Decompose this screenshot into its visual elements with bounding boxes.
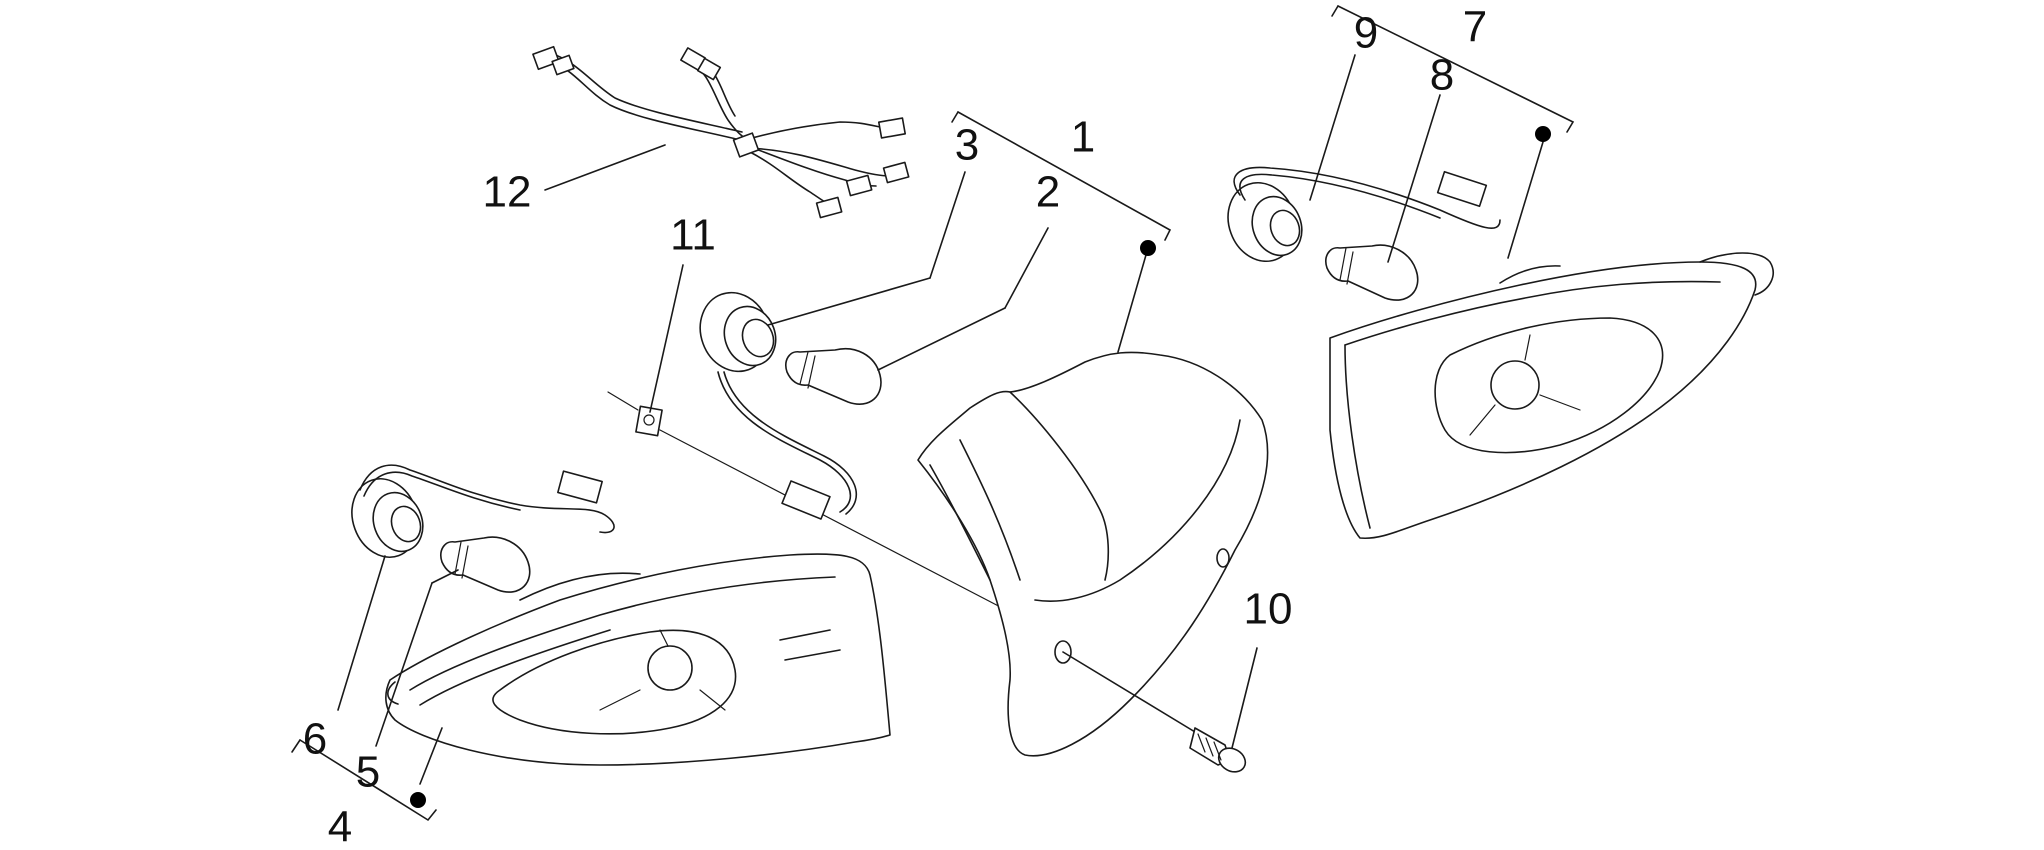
center-lamp-housing (917, 351, 1269, 757)
callout-1: 1 (1071, 113, 1095, 162)
callout-10: 10 (1244, 585, 1293, 634)
callout-5: 5 (356, 748, 380, 797)
right-bulb (1325, 244, 1419, 301)
leader-lines (291, 5, 1575, 822)
callout-3: 3 (955, 121, 979, 170)
right-lamp-assembly (1329, 252, 1774, 540)
callout-2: 2 (1036, 168, 1060, 217)
left-bulb-socket (351, 464, 615, 558)
center-bulb-socket (699, 291, 857, 520)
callout-6: 6 (303, 715, 327, 764)
callout-labels: 1 2 3 4 5 6 7 8 9 10 11 12 (303, 3, 1487, 850)
callout-7: 7 (1463, 3, 1487, 52)
callout-12: 12 (483, 168, 532, 217)
callout-4: 4 (328, 803, 352, 850)
reference-dots (410, 126, 1551, 808)
callout-8: 8 (1430, 51, 1454, 100)
right-bulb-socket (1227, 166, 1501, 263)
wiring-harness (532, 45, 910, 219)
callout-9: 9 (1354, 9, 1378, 58)
retaining-clip (607, 391, 1011, 613)
mounting-screw (1062, 651, 1247, 773)
center-bulb (785, 348, 882, 405)
callout-11: 11 (670, 211, 716, 260)
left-lamp-assembly (385, 553, 891, 766)
left-bulb (440, 536, 531, 593)
